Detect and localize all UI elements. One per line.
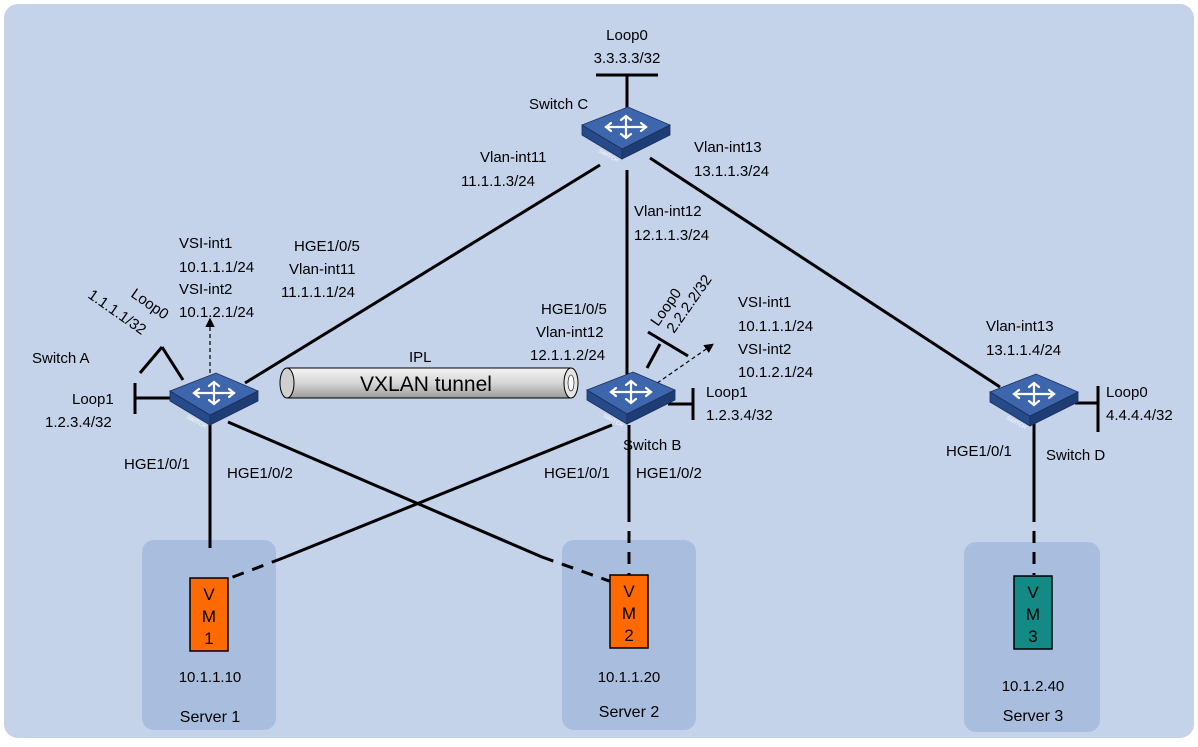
switch-arrows-icon xyxy=(192,380,236,406)
switch-c-name: Switch C xyxy=(529,96,588,113)
switch-b-vsi2-name: VSI-int2 xyxy=(738,341,791,358)
switch-d-name: Switch D xyxy=(1046,447,1105,464)
switch-b-vsi2-ip: 10.1.2.1/24 xyxy=(738,364,813,381)
ipl-label: IPL xyxy=(409,349,432,366)
switch-b-port2: HGE1/0/2 xyxy=(636,465,702,482)
switch-a-vsi1-name: VSI-int1 xyxy=(179,235,232,252)
switch-b-loop0-bar xyxy=(647,330,689,358)
switch-b-loop0-stub xyxy=(645,343,662,369)
switch-b-loop1-name: Loop1 xyxy=(706,384,748,401)
switch-b-uplink-vlan: Vlan-int12 xyxy=(536,324,604,341)
switch-a-loop1-name: Loop1 xyxy=(72,391,114,408)
switch-a-uplink-vlan: Vlan-int11 xyxy=(289,261,355,278)
switch-b-name: Switch B xyxy=(623,437,681,454)
switch-c-vlan13-ip: 13.1.1.3/24 xyxy=(694,163,769,180)
switch-a-name: Switch A xyxy=(32,350,90,367)
server-3-ip: 10.1.2.40 xyxy=(1002,678,1065,695)
link-switch-c-switch-d xyxy=(649,156,1001,389)
switch-a-loop0-stub xyxy=(160,346,185,381)
switch-arrows-icon xyxy=(604,114,648,140)
switch-a-loop1-ip: 1.2.3.4/32 xyxy=(45,414,112,431)
switch-d-port1: HGE1/0/1 xyxy=(946,443,1012,460)
server-2-ip: 10.1.1.20 xyxy=(598,669,661,686)
vm-1-letter-v: V xyxy=(203,585,215,604)
switch-b-vsi1-name: VSI-int1 xyxy=(738,294,791,311)
switch-arrows-icon xyxy=(609,379,653,405)
diagram-background xyxy=(4,4,1194,738)
switch-c-vlan12-name: Vlan-int12 xyxy=(634,203,702,220)
switch-b-icon[interactable]: SWITCH xyxy=(586,371,676,429)
switch-arrows-icon xyxy=(1012,381,1056,407)
vm-2[interactable]: V M 2 xyxy=(609,574,649,649)
switch-b-vsi1-ip: 10.1.1.1/24 xyxy=(738,318,813,335)
switch-d-vlan13-ip: 13.1.1.4/24 xyxy=(986,342,1061,359)
switch-c-icon[interactable]: SWITCH xyxy=(581,106,671,164)
switch-c-vlan11-ip: 11.1.1.3/24 xyxy=(461,173,535,190)
switch-a-uplink-port: HGE1/0/5 xyxy=(294,238,360,255)
switch-a-vsi2-ip: 10.1.2.1/24 xyxy=(179,304,254,321)
vm-1-letter-m: M xyxy=(202,607,216,626)
switch-d-loop0-name: Loop0 xyxy=(1106,384,1148,401)
server-1-name: Server 1 xyxy=(180,709,241,726)
vm-2-letter-m: M xyxy=(622,604,636,623)
switch-a-port2: HGE1/0/2 xyxy=(227,465,293,482)
vm-1[interactable]: V M 1 xyxy=(189,577,229,652)
switch-c-loop0-ip: 3.3.3.3/32 xyxy=(594,50,661,67)
server-2-name: Server 2 xyxy=(599,704,660,721)
switch-b-uplink-ip: 12.1.1.2/24 xyxy=(530,347,605,364)
vm-3[interactable]: V M 3 xyxy=(1013,575,1053,650)
switch-c-vlan12-ip: 12.1.1.3/24 xyxy=(634,227,709,244)
vm-3-number: 3 xyxy=(1028,627,1037,646)
switch-a-vsi1-ip: 10.1.1.1/24 xyxy=(179,259,254,276)
switch-b-loop1-ip: 1.2.3.4/32 xyxy=(706,407,773,424)
switch-b-port1: HGE1/0/1 xyxy=(544,465,610,482)
switch-a-vsi2-name: VSI-int2 xyxy=(179,281,232,298)
vxlan-tunnel xyxy=(279,367,579,399)
switch-d-vlan13-name: Vlan-int13 xyxy=(986,318,1054,335)
switch-b-uplink-port: HGE1/0/5 xyxy=(541,301,607,318)
dashed-vm1-switch-b xyxy=(224,556,284,582)
vm-3-letter-m: M xyxy=(1026,605,1040,624)
switch-c-loop0-name: Loop0 xyxy=(606,27,648,44)
vxlan-tunnel-label: VXLAN tunnel xyxy=(360,373,492,396)
server-3-name: Server 3 xyxy=(1003,708,1064,725)
vm-2-number: 2 xyxy=(624,626,633,645)
link-switch-b-vm1 xyxy=(282,423,613,560)
switch-c-vlan13-name: Vlan-int13 xyxy=(694,139,762,156)
server-1-ip: 10.1.1.10 xyxy=(179,669,242,686)
switch-a-loop0-bar xyxy=(138,346,164,374)
switch-d-loop0-ip: 4.4.4.4/32 xyxy=(1106,407,1173,424)
switch-c-vlan11-name: Vlan-int11 xyxy=(480,149,546,166)
switch-a-uplink-ip: 11.1.1.1/24 xyxy=(281,284,355,301)
vm-2-letter-v: V xyxy=(623,582,635,601)
switch-a-icon[interactable]: SWITCH xyxy=(169,372,259,430)
link-switch-a-switch-c xyxy=(244,163,601,385)
link-switch-a-vm2 xyxy=(227,420,543,559)
switch-a-port1: HGE1/0/1 xyxy=(124,456,190,473)
vm-1-number: 1 xyxy=(204,629,213,648)
vm-3-letter-v: V xyxy=(1027,583,1039,602)
